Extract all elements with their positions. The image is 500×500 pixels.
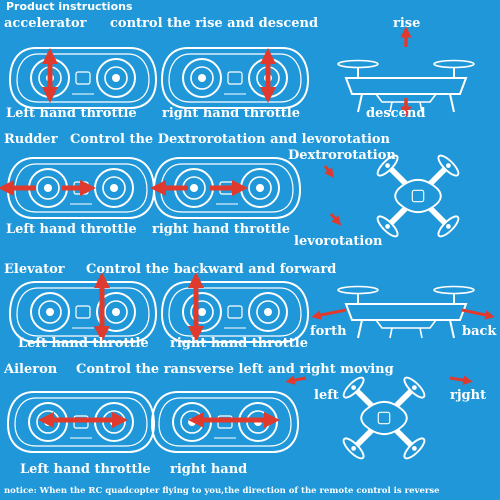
back-label: back (462, 324, 497, 339)
rudder-right-label: right hand throttle (152, 222, 290, 237)
accelerator-right-controller (161, 47, 309, 109)
elevator-title: Elevator (4, 262, 65, 277)
header-title: Product instructions (6, 0, 133, 13)
rudder-title: Rudder (4, 132, 58, 147)
accelerator-drone-side-view (337, 26, 475, 118)
elevator-left-label: Left hand throttle (18, 336, 149, 351)
accelerator-left-controller (9, 47, 157, 109)
accelerator-title: accelerator (4, 16, 87, 31)
aileron-description: Control the ransverse left and right mov… (76, 362, 394, 377)
elevator-description: Control the backward and forward (86, 262, 337, 277)
aileron-left-label: Left hand throttle (20, 462, 151, 477)
header-bar (0, 0, 500, 14)
aileron-title: Aileron (4, 362, 58, 377)
right-label: rjght (450, 388, 487, 403)
levorotation-label: levorotation (294, 234, 383, 249)
elevator-right-controller (161, 271, 309, 343)
dextrorotation-label: Dextrorotation (288, 148, 396, 163)
aileron-left-controller (7, 391, 155, 453)
left-label: left (314, 388, 339, 403)
rudder-drone-top-view (323, 153, 461, 239)
rise-label: rise (393, 16, 421, 31)
rudder-left-label: Left hand throttle (6, 222, 137, 237)
elevator-right-label: right hand throttle (170, 336, 308, 351)
aileron-right-controller (151, 391, 299, 453)
elevator-left-controller (9, 271, 157, 343)
accelerator-description: control the rise and descend (110, 16, 319, 31)
rudder-left-controller (0, 157, 155, 219)
aileron-drone-top-view (285, 375, 473, 461)
forth-label: forth (310, 324, 347, 339)
elevator-drone-side-view (311, 285, 495, 339)
accelerator-left-label: Left hand throttle (6, 106, 137, 121)
rudder-right-controller (149, 157, 301, 219)
aileron-right-label: right hand (170, 462, 248, 477)
rudder-description: Control the Dextrorotation and levorotat… (70, 132, 391, 147)
notice-text: notice: When the RC quadcopter flying to… (4, 486, 440, 496)
accelerator-right-label: right hand throttle (162, 106, 300, 121)
descend-label: descend (366, 106, 426, 121)
